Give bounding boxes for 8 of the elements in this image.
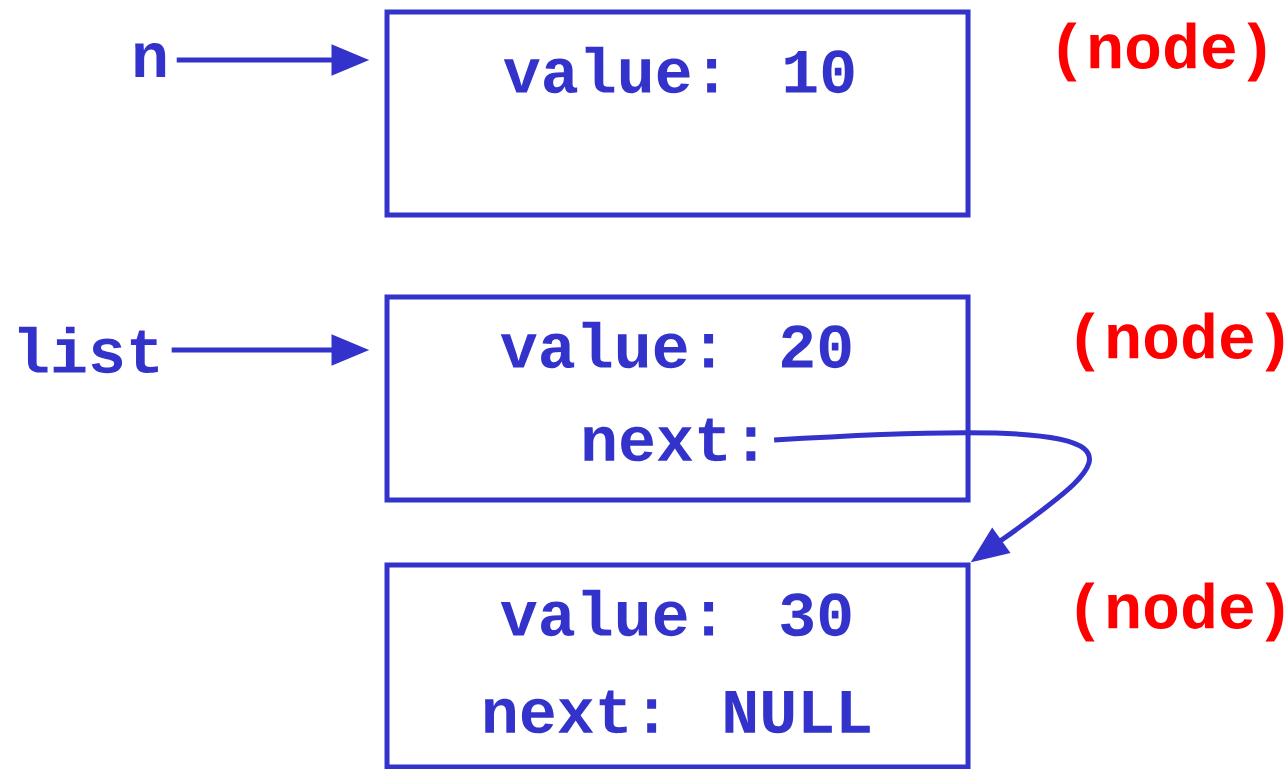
type-label: (node) [1058, 22, 1266, 82]
memory-box: value: 10 [384, 9, 971, 218]
variable-label: list [18, 326, 158, 374]
variable-label: n [135, 42, 166, 77]
type-label: (node) [1076, 312, 1284, 372]
memory-box: value: 30 next: NULL [384, 562, 971, 769]
memory-box: value: 20 next: [384, 294, 971, 503]
type-label: (node) [1076, 582, 1284, 642]
